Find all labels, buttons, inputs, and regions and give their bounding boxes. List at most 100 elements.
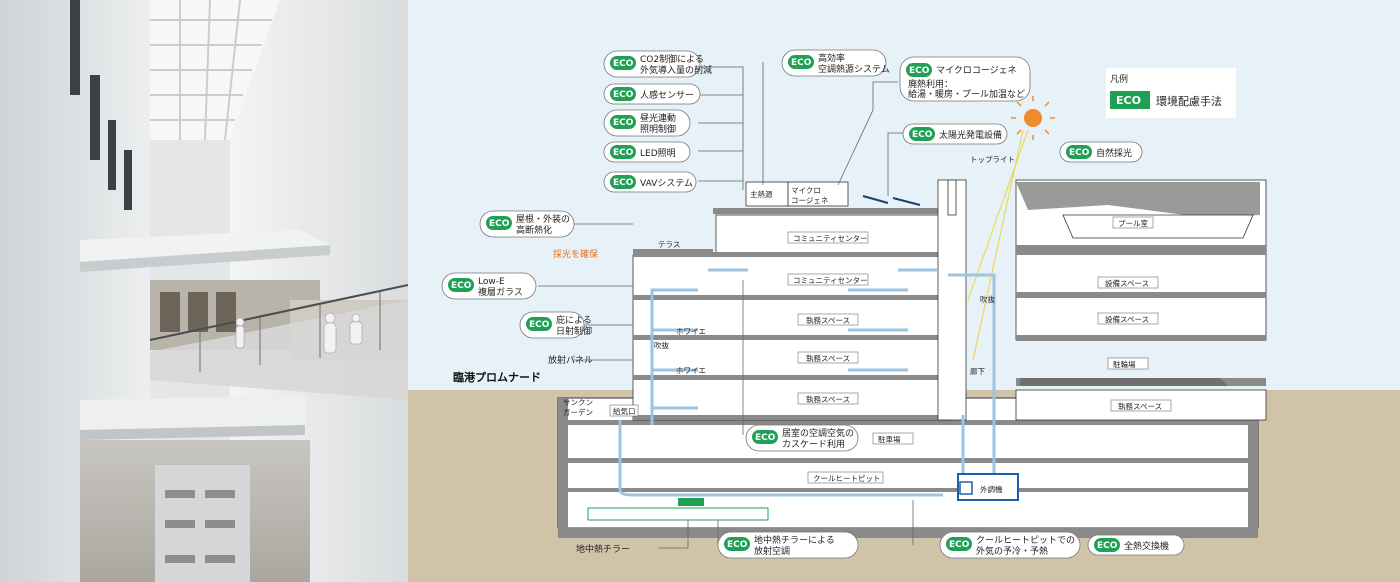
leader-lines: [538, 62, 914, 549]
svg-text:庇による: 庇による: [556, 314, 592, 326]
svg-text:ECO: ECO: [1097, 541, 1118, 551]
callout-natural-light: ECO 自然採光: [1059, 141, 1143, 163]
room-community-1: コミュニティセンター: [793, 234, 868, 243]
svg-text:ECO: ECO: [613, 178, 634, 188]
callout-cascade: ECO 居室の空調空気の カスケード利用: [745, 424, 859, 452]
svg-text:日射制御: 日射制御: [556, 325, 592, 337]
geo-chiller-unit: [678, 498, 704, 506]
label-secure-light: 採光を確保: [553, 248, 598, 260]
atrium-photo: [0, 0, 408, 582]
label-main-heat: 主熱源: [750, 189, 773, 199]
building-section-svg: 外調機 コミュニティセンター コミュニティセンター 執務スペース 執務スペース …: [408, 0, 1400, 582]
ahu-fan-icon: [959, 481, 973, 495]
legend-badge: ECO: [1116, 94, 1141, 107]
svg-text:ECO: ECO: [755, 433, 776, 443]
room-equip-2: 設備スペース: [1105, 314, 1149, 324]
svg-text:ECO: ECO: [489, 219, 510, 229]
callout-heat-source: ECO 高効率 空調熱源システム: [781, 49, 890, 77]
ahu-label: 外調機: [980, 484, 1003, 494]
label-corridor: 廊下: [970, 366, 985, 376]
label-void-1: 吹抜: [654, 340, 669, 350]
callout-co2: ECO CO2制御による 外気導入量の削減: [603, 50, 712, 78]
svg-text:ECO: ECO: [727, 540, 748, 550]
callout-geo-chiller: ECO 地中熱チラーによる 放射空調: [717, 531, 859, 559]
svg-text:カスケード利用: カスケード利用: [782, 438, 845, 450]
svg-text:Low-E: Low-E: [478, 277, 505, 287]
label-geo-chiller: 地中熱チラー: [576, 543, 630, 555]
sun-icon: [1011, 96, 1055, 140]
svg-text:外気導入量の削減: 外気導入量の削減: [640, 64, 712, 76]
label-foyer-1: ホワイエ: [676, 327, 706, 336]
svg-text:屋根・外装の: 屋根・外装の: [516, 213, 570, 225]
svg-text:クールヒートピットでの: クールヒートピットでの: [976, 535, 1075, 546]
section-diagram: 外調機 コミュニティセンター コミュニティセンター 執務スペース 執務スペース …: [408, 0, 1400, 582]
room-office-2: 執務スペース: [806, 353, 850, 363]
room-office-east: 執務スペース: [1118, 401, 1162, 411]
svg-text:高効率: 高効率: [818, 52, 845, 64]
svg-text:ECO: ECO: [529, 320, 550, 330]
room-equip-1: 設備スペース: [1105, 278, 1149, 288]
label-terrace: テラス: [658, 240, 680, 249]
svg-text:人感センサー: 人感センサー: [640, 89, 694, 101]
svg-text:空調熱源システム: 空調熱源システム: [818, 63, 890, 75]
svg-text:外気の予冷・予熱: 外気の予冷・予熱: [976, 545, 1048, 557]
svg-text:居室の空調空気の: 居室の空調空気の: [782, 427, 854, 439]
label-sunken-garden-2: ガーデン: [563, 407, 593, 417]
solar-panels: [862, 195, 921, 206]
callout-total-heat: ECO 全熱交換機: [1087, 534, 1185, 556]
callout-vav: ECO VAVシステム: [603, 171, 697, 193]
svg-text:VAVシステム: VAVシステム: [640, 178, 693, 189]
geo-pipe: [587, 507, 769, 521]
room-pool: プール室: [1118, 218, 1148, 228]
callout-led: ECO LED照明: [603, 141, 691, 163]
svg-text:ECO: ECO: [613, 90, 634, 100]
atrium-rendering: [0, 0, 408, 582]
callout-motion-sensor: ECO 人感センサー: [603, 83, 701, 105]
callout-cool-pit: ECO クールヒートピットでの 外気の予冷・予熱: [939, 531, 1081, 559]
room-parking: 駐車場: [878, 434, 901, 444]
callout-insulation: ECO 屋根・外装の 高断熱化: [479, 210, 575, 238]
legend-text: 環境配慮手法: [1156, 94, 1222, 108]
label-toplight: トップライト: [970, 155, 1015, 164]
svg-text:ECO: ECO: [912, 130, 933, 140]
svg-text:CO2制御による: CO2制御による: [640, 53, 704, 65]
room-cool-heat-pit: クールヒートピット: [813, 474, 881, 483]
svg-text:ECO: ECO: [791, 58, 812, 68]
label-sunken-garden-1: サンクン: [563, 398, 593, 407]
callout-eaves: ECO 庇による 日射制御: [519, 311, 592, 339]
callout-solar: ECO 太陽光発電設備: [902, 123, 1008, 145]
svg-text:廃熱利用：: 廃熱利用：: [908, 78, 953, 90]
label-micro-cogen-1: マイクロ: [791, 186, 821, 195]
svg-text:全熱交換機: 全熱交換機: [1124, 540, 1169, 552]
legend-title: 凡例: [1110, 73, 1128, 85]
callout-cogeneration: ECO マイクロコージェネ 廃熱利用： 給湯・暖房・プール加温など: [899, 56, 1031, 102]
svg-text:照明制御: 照明制御: [640, 123, 676, 135]
label-foyer-2: ホワイエ: [676, 366, 706, 375]
room-bicycle: 駐輪場: [1113, 359, 1136, 369]
eco-badge-text: ECO: [613, 59, 634, 69]
room-community-2: コミュニティセンター: [793, 276, 868, 285]
label-radiant-panel: 放射パネル: [548, 354, 593, 366]
svg-text:ECO: ECO: [613, 118, 634, 128]
legend: 凡例 ECO 環境配慮手法: [1106, 68, 1236, 118]
svg-text:給湯・暖房・プール加温など: 給湯・暖房・プール加温など: [908, 88, 1025, 100]
svg-text:ECO: ECO: [451, 281, 472, 291]
svg-text:太陽光発電設備: 太陽光発電設備: [939, 129, 1002, 141]
callout-daylight: ECO 昼光連動 照明制御: [603, 109, 691, 137]
room-office-1: 執務スペース: [806, 315, 850, 325]
svg-text:地中熱チラーによる: 地中熱チラーによる: [754, 534, 835, 546]
room-office-3: 執務スペース: [806, 394, 850, 404]
label-promenade: 臨港プロムナード: [453, 370, 541, 384]
svg-text:マイクロコージェネ: マイクロコージェネ: [936, 65, 1017, 76]
svg-text:昼光連動: 昼光連動: [640, 112, 676, 124]
svg-text:ECO: ECO: [1069, 148, 1090, 158]
svg-text:LED照明: LED照明: [640, 148, 676, 159]
callout-lowe-glass: ECO Low-E 複層ガラス: [441, 272, 537, 300]
svg-text:複層ガラス: 複層ガラス: [478, 286, 523, 298]
svg-text:ECO: ECO: [949, 540, 970, 550]
svg-text:放射空調: 放射空調: [754, 545, 790, 557]
label-void-2: 吹抜: [980, 294, 995, 304]
svg-text:ECO: ECO: [909, 66, 930, 76]
label-air-supply: 給気口: [613, 406, 636, 416]
svg-text:自然採光: 自然採光: [1096, 147, 1132, 159]
